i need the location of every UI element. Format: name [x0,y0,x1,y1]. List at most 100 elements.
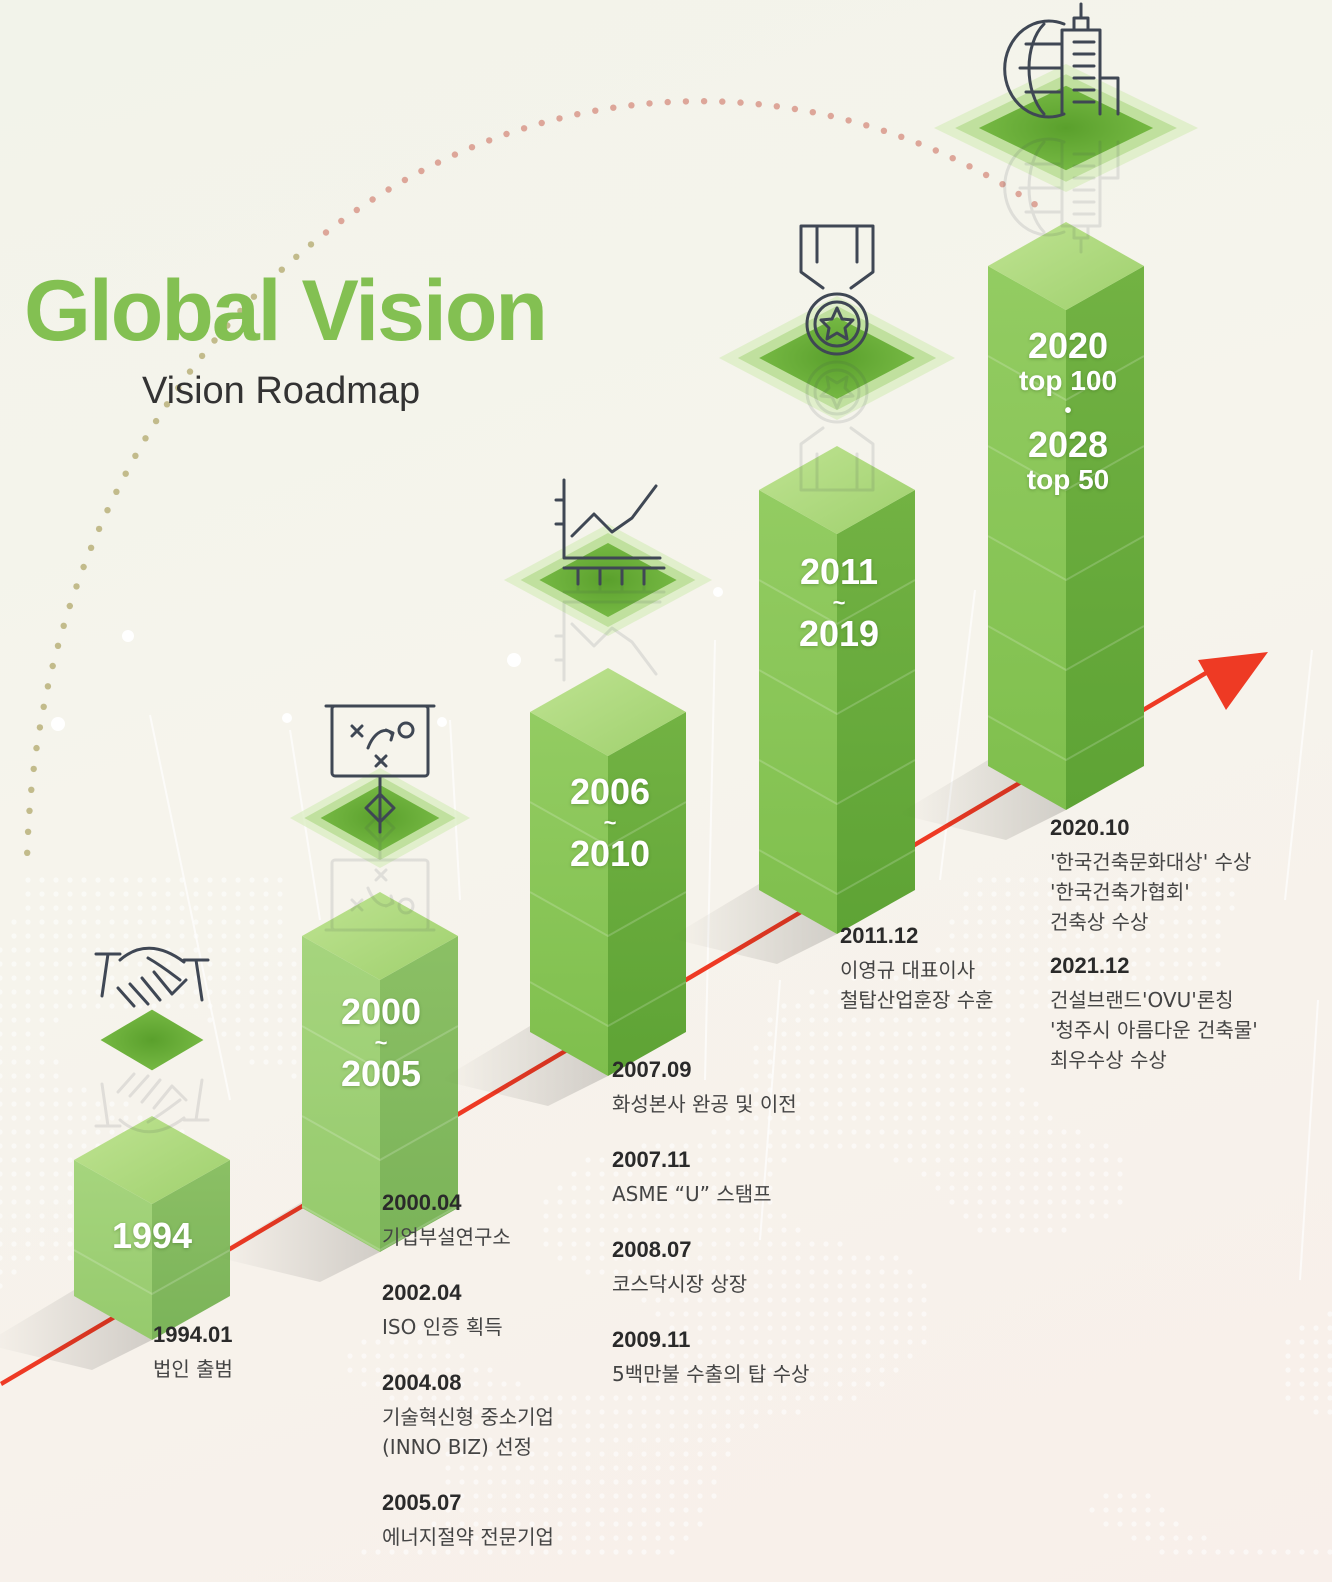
page-subtitle: Vision Roadmap [142,370,421,412]
milestone: 2021.12 건설브랜드'OVU'론칭 '청주시 아름다운 건축물' 최우수상… [1050,953,1258,1075]
stage-tilde: ~ [832,590,846,615]
milestone-text: 화성본사 완공 및 이전 [612,1092,797,1116]
milestones-2020: 2020.10 '한국건축문화대상' 수상 '한국건축가협회' 건축상 수상 2… [1050,815,1258,1103]
stage-tilde: ~ [374,1030,388,1055]
milestone-text: 기업부설연구소 [382,1225,511,1249]
cube-right-face [608,712,686,1076]
floating-tile-2000 [290,704,470,932]
cube-seam [987,355,1145,402]
milestone: 2005.07 에너지절약 전문기업 [382,1490,554,1552]
milestone-text: 건설브랜드'OVU'론칭 [1050,988,1234,1012]
milestone-date: 2020.10 [1050,815,1130,840]
stage-year-end: 2019 [798,613,880,654]
stage-cube-2011 [669,446,916,964]
stage-bullet: • [1064,400,1072,422]
cube-seam [987,715,1145,762]
milestone: 2004.08 기술혁신형 중소기업 (INNO BIZ) 선정 [382,1370,554,1462]
floating-tile-2011 [719,224,955,492]
stage-year-a: 2020 [1027,325,1109,366]
medal-icon-reflection [799,360,875,492]
stage-cube-2000 [212,892,459,1282]
tile-core [100,1009,204,1071]
cube-shadow [212,1202,380,1282]
milestone-date: 2008.07 [612,1237,692,1262]
cube-right-face [152,1160,230,1340]
global-city-icon-reflection [1003,137,1120,254]
milestones-2011: 2011.12 이영규 대표이사 철탑산업훈장 수훈 [840,923,994,1043]
strategy-board-icon-reflection [324,802,436,932]
milestone-date: 2002.04 [382,1280,462,1305]
milestone: 2002.04 ISO 인증 획득 [382,1280,554,1342]
cube-left-face [530,712,608,1076]
stage-year-end: 2010 [569,833,651,874]
stage-label-2006: 2006 ~ 2010 [551,774,669,872]
cube-haze [302,936,458,1252]
cube-right-face [1066,266,1144,810]
milestone-date: 2000.04 [382,1190,462,1215]
stage-year-b: 2028 [1027,424,1109,465]
cube-seam [301,1115,459,1162]
stage-cube-2006 [440,668,687,1106]
cube-seam [529,891,687,938]
floating-tile-2006 [504,478,712,682]
milestone-text: 건축상 수상 [1050,910,1149,934]
cube-top-face [759,446,915,534]
milestone: 2000.04 기업부설연구소 [382,1190,554,1252]
cube-top-face [530,668,686,756]
tile-core [759,317,915,399]
milestone-text: 코스닥시장 상장 [612,1272,748,1296]
cube-seam [301,1205,459,1252]
cube-shadow [898,760,1066,840]
milestone: 2008.07 코스닥시장 상장 [612,1237,809,1299]
stage-label-2000: 2000 ~ 2005 [322,994,440,1092]
cube-seam [758,579,916,626]
cube-seam [301,1025,459,1072]
cube-shadow [440,1026,608,1106]
milestone-text: 기술혁신형 중소기업 [382,1405,554,1429]
stage-rank-b: top 50 [1026,464,1110,495]
milestone-text: '청주시 아름다운 건축물' [1050,1018,1258,1042]
milestone-date: 1994.01 [153,1322,233,1347]
floating-tile-2020 [934,2,1198,254]
milestone-text: 이영규 대표이사 [840,958,976,982]
cube-top-face [988,222,1144,310]
cube-seam [758,669,916,716]
world-map-dots [0,877,1332,1555]
cube-left-face [74,1160,152,1340]
milestone-text: ASME “U” 스탬프 [612,1182,772,1206]
cube-left-face [759,490,837,934]
milestone-date: 2004.08 [382,1370,462,1395]
milestone: 2020.10 '한국건축문화대상' 수상 '한국건축가협회' 건축상 수상 [1050,815,1258,937]
milestone-date: 2011.12 [840,923,919,948]
milestone: 2009.11 5백만불 수출의 탑 수상 [612,1327,809,1389]
milestone-date: 2007.11 [612,1147,691,1172]
milestone-date: 2021.12 [1050,953,1130,978]
cube-shadow [0,1290,152,1370]
milestone-text: 법인 출범 [153,1357,233,1381]
strategy-board-icon [324,704,436,834]
stage-year-end: 2005 [340,1053,422,1094]
cube-haze [74,1160,230,1340]
milestone: 2007.09 화성본사 완공 및 이전 [612,1057,809,1119]
milestone-text: ISO 인증 획득 [382,1315,503,1339]
milestone-date: 2007.09 [612,1057,692,1082]
cube-right-face [380,936,458,1252]
milestone-text: 5백만불 수출의 탑 수상 [612,1362,810,1386]
milestones-1994: 1994.01 법인 출범 [153,1322,233,1412]
milestone: 2007.11 ASME “U” 스탬프 [612,1147,809,1209]
milestones-2000: 2000.04 기업부설연구소 2002.04 ISO 인증 획득 2004.0… [382,1190,554,1580]
stage-label-2020: 2020 top 100 • 2028 top 50 [1003,328,1133,496]
stage-tilde: ~ [603,810,617,835]
milestone-text: '한국건축문화대상' 수상 [1050,850,1252,874]
milestone: 2011.12 이영규 대표이사 철탑산업훈장 수훈 [840,923,994,1015]
stage-cube-1994 [0,1116,231,1370]
growth-chart-icon [554,478,666,586]
cube-seam [987,445,1145,492]
stage-year: 1994 [111,1215,193,1256]
handshake-icon [94,946,210,1008]
page-title: Global Vision [24,263,548,359]
dotted-arc [24,98,1038,856]
sparkles [51,587,723,731]
milestones-2006: 2007.09 화성본사 완공 및 이전 2007.11 ASME “U” 스탬… [612,1057,809,1417]
milestone-text: (INNO BIZ) 선정 [382,1435,533,1459]
